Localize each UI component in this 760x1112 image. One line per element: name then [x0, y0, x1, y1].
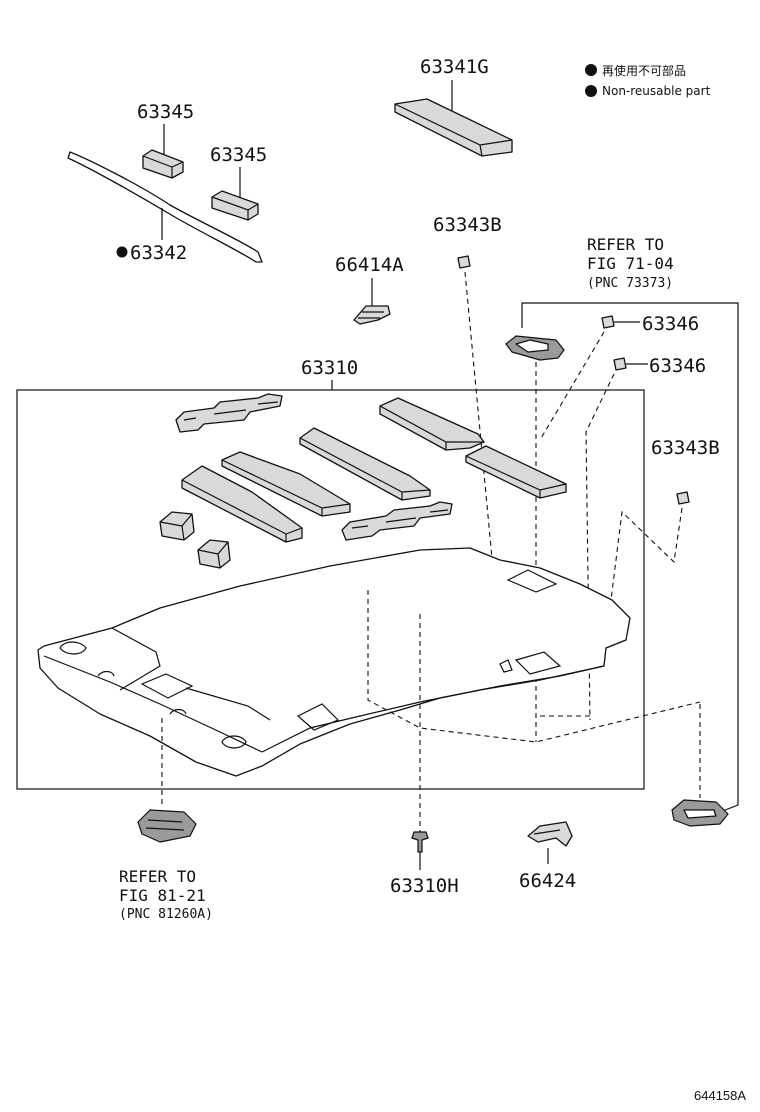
map-lamp-right [671, 704, 729, 827]
headlining-group-63310: 63310 [16, 357, 701, 836]
dome-lamp-bottom: REFER TO FIG 81-21 (PNC 81260A) [119, 809, 213, 922]
part-63345-a: 63345 [137, 101, 194, 179]
legend: 再使用不可部品 Non-reusable part [585, 63, 711, 98]
part-66424: 66424 [519, 821, 576, 892]
part-63342: 63342 [67, 151, 263, 264]
part-label-63346-a[interactable]: 63346 [642, 313, 699, 335]
part-label-63343b-right[interactable]: 63343B [651, 437, 720, 459]
part-label-63345-b[interactable]: 63345 [210, 144, 267, 166]
part-label-63310h[interactable]: 63310H [390, 875, 459, 897]
part-63343b-top: 63343B [433, 214, 502, 559]
legend-english-text: Non-reusable part [602, 84, 711, 98]
part-label-63345-a[interactable]: 63345 [137, 101, 194, 123]
reference-top-line1[interactable]: REFER TO [587, 235, 664, 254]
part-63310h: 63310H [390, 831, 459, 897]
reference-top-line2[interactable]: FIG 71-04 [587, 254, 674, 273]
reference-top: REFER TO FIG 71-04 (PNC 73373) [521, 235, 739, 813]
legend-japanese-text: 再使用不可部品 [602, 63, 686, 78]
assembly-frame [16, 389, 645, 790]
part-label-63310[interactable]: 63310 [301, 357, 358, 379]
part-label-66414a[interactable]: 66414A [335, 254, 404, 276]
part-63345-b: 63345 [210, 144, 267, 221]
part-66414a: 66414A [335, 254, 404, 325]
non-reusable-dot-icon [585, 85, 597, 97]
reference-bottom-line1[interactable]: REFER TO [119, 867, 196, 886]
part-63346-a: 63346 [539, 313, 699, 441]
non-reusable-dot-icon [585, 64, 597, 76]
reference-bottom-line2[interactable]: FIG 81-21 [119, 886, 206, 905]
reference-bottom-line3[interactable]: (PNC 81260A) [119, 907, 213, 922]
non-reusable-dot-icon [116, 246, 128, 258]
reference-top-line3[interactable]: (PNC 73373) [587, 276, 673, 291]
illustration-number: 644158A [694, 1088, 746, 1103]
part-label-63343b-top[interactable]: 63343B [433, 214, 502, 236]
part-label-63341g[interactable]: 63341G [420, 56, 489, 78]
part-label-63346-b[interactable]: 63346 [649, 355, 706, 377]
part-label-66424[interactable]: 66424 [519, 870, 576, 892]
part-63341g: 63341G [394, 56, 513, 157]
part-label-63342[interactable]: 63342 [130, 242, 187, 264]
part-63343b-right: 63343B [605, 437, 720, 641]
